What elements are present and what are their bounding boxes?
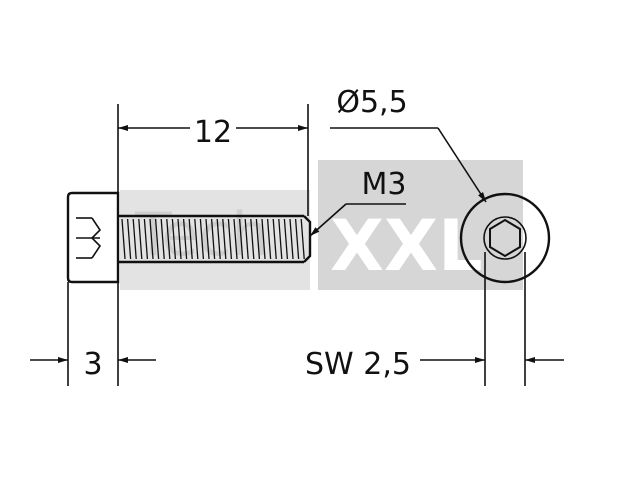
thread-line — [300, 218, 305, 260]
thread-line — [222, 218, 227, 260]
screw-head — [66, 191, 120, 284]
length-label: 12 — [194, 115, 232, 150]
thread-line — [166, 218, 171, 260]
thread-label: M3 — [362, 167, 407, 202]
thread-line — [216, 218, 221, 260]
thread-line — [194, 218, 199, 260]
thread-line — [210, 218, 216, 260]
head-diameter-label: Ø5,5 — [336, 85, 407, 120]
thread-line — [171, 218, 177, 260]
thread-line — [182, 218, 188, 260]
thread-line — [177, 218, 182, 260]
thread-line — [121, 218, 126, 260]
thread-line — [272, 218, 277, 260]
thread-line — [294, 218, 300, 260]
thread-line — [289, 218, 294, 260]
thread-line — [278, 218, 283, 260]
thread-line — [283, 218, 289, 260]
thread-line — [154, 218, 160, 260]
thread-lines — [121, 218, 305, 260]
length-dimension: 12 — [117, 104, 309, 216]
thread-line — [138, 218, 143, 260]
thread-line — [266, 218, 272, 260]
key-size-dimension: SW 2,5 — [305, 252, 564, 386]
thread-line — [261, 218, 266, 260]
screw-shank — [118, 214, 312, 264]
thread-line — [143, 218, 149, 260]
head-height-dimension: 3 — [30, 282, 156, 386]
thread-line — [255, 218, 261, 260]
thread-line — [199, 218, 205, 260]
head-diameter-callout: Ø5,5 — [330, 85, 487, 203]
thread-line — [250, 218, 255, 260]
thread-line — [132, 218, 137, 260]
key-size-label: SW 2,5 — [305, 347, 411, 382]
thread-line — [205, 218, 210, 260]
thread-line — [244, 218, 249, 260]
thread-line — [233, 218, 238, 260]
thread-line — [126, 218, 132, 260]
head-height-label: 3 — [83, 347, 102, 382]
thread-line — [238, 218, 244, 260]
screw-head-end-view — [459, 192, 551, 284]
thread-line — [227, 218, 233, 260]
thread-line — [188, 218, 193, 260]
thread-callout: M3 — [309, 167, 407, 237]
thread-line — [149, 218, 154, 260]
thread-line — [160, 218, 165, 260]
svg-text:XXL: XXL — [330, 205, 483, 287]
